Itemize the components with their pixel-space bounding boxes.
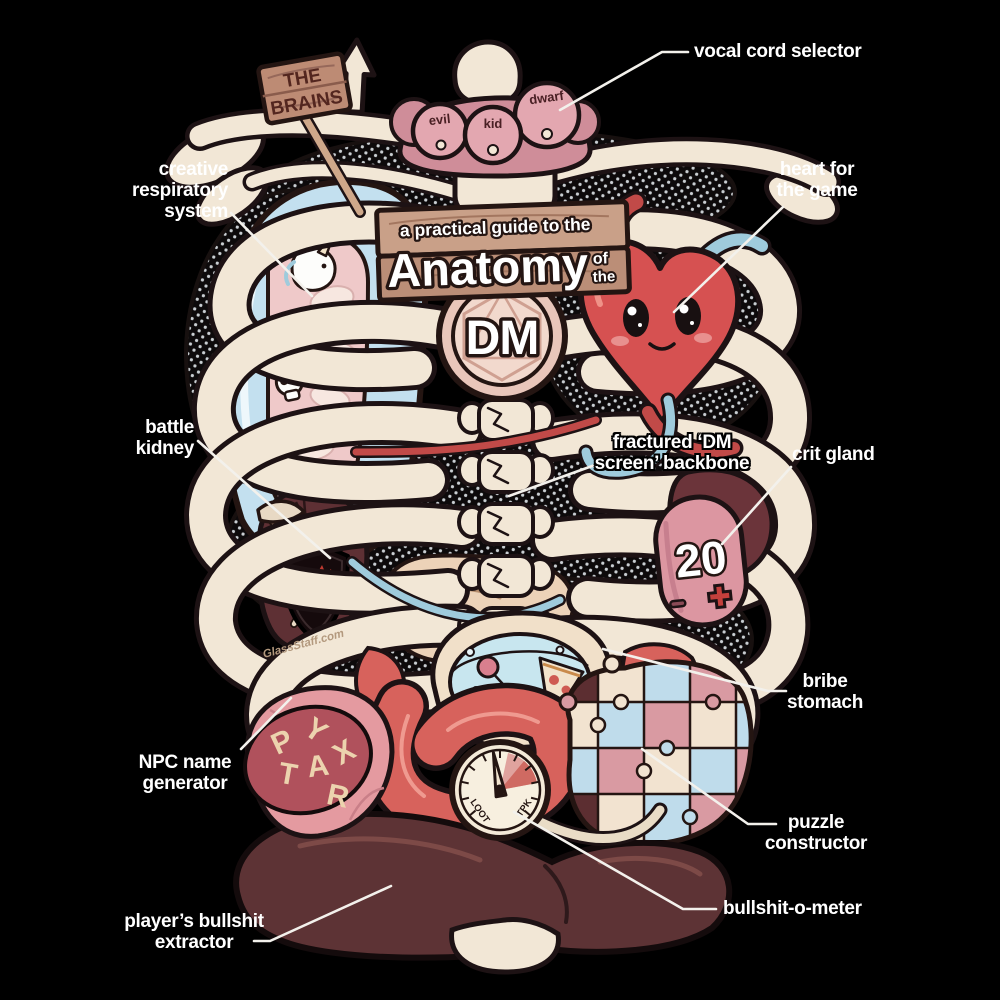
dm-logo-medallion: DM	[436, 270, 568, 402]
svg-text:T: T	[276, 757, 300, 793]
leader-crit-gland	[720, 465, 793, 546]
leader-battle-kidney	[196, 439, 332, 560]
crit-gland-organ: 20	[653, 467, 775, 628]
svg-text:evil: evil	[428, 111, 451, 128]
svg-text:of: of	[593, 250, 609, 268]
leader-heart-for-the-game	[672, 205, 785, 314]
svg-text:A: A	[305, 749, 331, 785]
svg-text:the: the	[592, 268, 615, 286]
tail-bone	[449, 917, 561, 975]
leader-bullshit-o-meter	[512, 810, 718, 911]
the-brains-sign: THE BRAINS	[256, 37, 377, 218]
lollipop-icon	[476, 655, 513, 695]
svg-text:Anatomy: Anatomy	[386, 237, 589, 297]
callout-leader-lines	[196, 50, 793, 943]
vocal-cord-dwarf: dwarf	[512, 80, 582, 150]
minus-icon	[669, 598, 687, 609]
vocal-cord-kid: kid	[462, 104, 524, 166]
axe-icon	[256, 499, 306, 524]
svg-text:kid: kid	[484, 116, 503, 131]
leader-npc-name-generator	[239, 696, 293, 751]
vocal-cord-selector-organ: dwarf evil kid	[389, 80, 601, 179]
svg-text:DM: DM	[466, 312, 539, 365]
npc-name-generator-organ: P Y X T A R	[243, 685, 395, 839]
leader-creative-respiratory	[229, 211, 314, 298]
shoulder-bones	[164, 109, 845, 227]
vocal-cord-evil: evil	[410, 101, 470, 161]
leader-bullshit-extractor	[252, 884, 393, 943]
leader-puzzle-constructor	[640, 747, 778, 826]
leader-bribe-stomach	[601, 647, 788, 693]
svg-text:dwarf: dwarf	[528, 88, 565, 108]
leader-fractured-backbone	[507, 459, 608, 498]
bullshit-o-meter-gauge: LOOT TPK	[449, 739, 668, 847]
d20-icon	[462, 290, 542, 382]
bullshit-extractor-organ	[233, 810, 733, 961]
puzzle-constructor-organ	[558, 654, 754, 847]
title-sign: a practical guide to the Anatomy of the	[374, 199, 632, 303]
plus-icon	[706, 583, 733, 610]
svg-text:20: 20	[673, 530, 729, 587]
leader-vocal-cord-selector	[558, 50, 690, 112]
